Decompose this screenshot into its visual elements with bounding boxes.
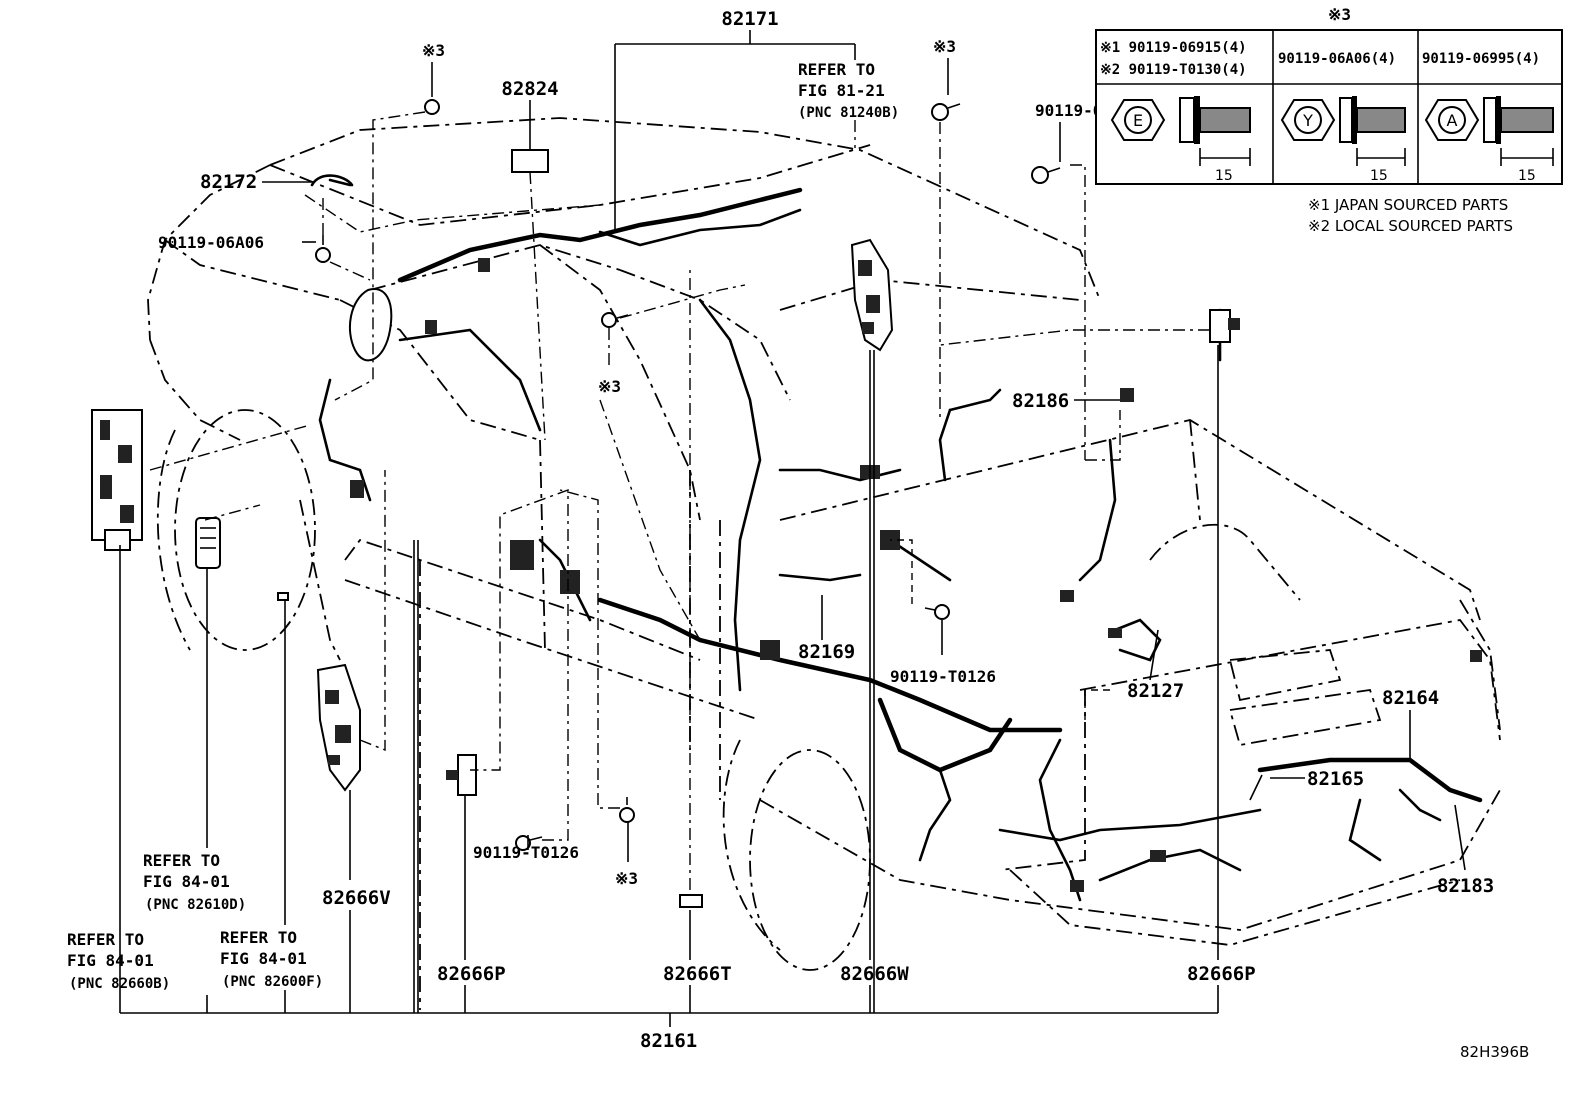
bolt-table: ※3 ※1 90119-06915(4) ※2 90119-T0130(4) 9… (1095, 5, 1563, 235)
bolt-head-y-icon: Y (1280, 99, 1336, 141)
connector-82666P-left (446, 754, 477, 796)
label-82161: 82161 (640, 1030, 697, 1052)
clamp-82172 (310, 174, 354, 187)
label-82171: 82171 (721, 8, 778, 30)
svg-text:15: 15 (1370, 168, 1388, 184)
svg-text:Y: Y (1302, 111, 1313, 130)
clip-82666T (679, 894, 703, 908)
svg-text:15: 15 (1518, 168, 1536, 184)
label-82172: 82172 (200, 171, 257, 193)
bolt-table-header-mark: ※3 (1328, 5, 1351, 24)
bolt-icon (1031, 166, 1061, 184)
svg-text:(PNC 81240B): (PNC 81240B) (798, 105, 899, 121)
svg-text:FIG 84-01: FIG 84-01 (67, 951, 154, 970)
label-82666P-right: 82666P (1187, 963, 1256, 985)
label-90119-T0126-lower: 90119-T0126 (473, 843, 579, 862)
mark-3-b: ※3 (933, 37, 956, 56)
label-82666W: 82666W (840, 963, 909, 985)
bolt-icon (424, 90, 440, 115)
bracket-82666V (316, 663, 361, 792)
bracket-82666W (850, 238, 894, 352)
bolt-table-col1-row2: ※2 90119-T0130(4) (1100, 62, 1247, 78)
bolt-icon (601, 312, 629, 328)
svg-text:REFER TO: REFER TO (220, 928, 297, 947)
svg-text:FIG 84-01: FIG 84-01 (220, 949, 307, 968)
bolt-table-col2: 90119-06A06(4) (1278, 51, 1396, 67)
label-82666T: 82666T (663, 963, 732, 985)
mark-3-a: ※3 (422, 41, 445, 60)
connector-82666P-right (1209, 309, 1240, 343)
label-82666V: 82666V (322, 887, 391, 909)
bolt-side-view-icon: 15 (1483, 96, 1554, 184)
refer-pnc-82610D: REFER TO FIG 84-01 (PNC 82610D) (143, 851, 246, 913)
svg-text:E: E (1133, 111, 1143, 130)
svg-text:A: A (1447, 111, 1458, 130)
diagram-code: 82H396B (1460, 1043, 1529, 1061)
svg-text:FIG 81-21: FIG 81-21 (798, 81, 885, 100)
svg-text:(PNC 82660B): (PNC 82660B) (69, 976, 170, 992)
svg-text:REFER TO: REFER TO (67, 930, 144, 949)
label-82164: 82164 (1382, 687, 1439, 709)
label-82666P-left: 82666P (437, 963, 506, 985)
refer-fig-81-21: REFER TO FIG 81-21 (PNC 81240B) (798, 60, 899, 121)
mark-3-d: ※3 (615, 869, 638, 888)
bolt-table-col1-row1: ※1 90119-06915(4) (1100, 40, 1247, 56)
mirror (348, 288, 393, 362)
label-90119-T0126-center: 90119-T0126 (890, 667, 996, 686)
mark-3-c: ※3 (598, 377, 621, 396)
bolt-icon (924, 604, 950, 620)
bolt-side-view-icon: 15 (1339, 96, 1406, 184)
junction-block-82660B (91, 409, 143, 551)
label-90119-06A06-left: 90119-06A06 (158, 233, 264, 252)
bolt-icon (315, 235, 331, 263)
bolt-table-col3: 90119-06995(4) (1422, 51, 1540, 67)
svg-text:(PNC 82600F): (PNC 82600F) (222, 974, 323, 990)
clip-82600F (277, 592, 289, 601)
connector-82824 (511, 149, 549, 173)
note-local-sourced: ※2 LOCAL SOURCED PARTS (1308, 217, 1513, 235)
label-82169: 82169 (798, 641, 855, 663)
label-82186: 82186 (1012, 390, 1069, 412)
label-82165: 82165 (1307, 768, 1364, 790)
svg-text:15: 15 (1215, 168, 1233, 184)
label-82824: 82824 (501, 78, 558, 100)
bolt-icon (515, 835, 543, 851)
bolt-side-view-icon: 15 (1179, 96, 1251, 184)
bolt-icon (619, 797, 635, 823)
refer-pnc-82600F: REFER TO FIG 84-01 (PNC 82600F) (220, 928, 323, 990)
components (91, 90, 1482, 908)
bolt-head-e-icon: E (1110, 99, 1166, 141)
svg-text:REFER TO: REFER TO (798, 60, 875, 79)
svg-text:(PNC 82610D): (PNC 82610D) (145, 897, 246, 913)
label-82183: 82183 (1437, 875, 1494, 897)
svg-text:FIG 84-01: FIG 84-01 (143, 872, 230, 891)
bolt-head-a-icon: A (1424, 99, 1480, 141)
bolt-icon (931, 103, 961, 121)
refer-pnc-82660B: REFER TO FIG 84-01 (PNC 82660B) (67, 930, 170, 992)
note-japan-sourced: ※1 JAPAN SOURCED PARTS (1308, 196, 1508, 214)
leader-lines (119, 30, 1466, 1027)
relay-82610D (195, 517, 221, 569)
label-82127: 82127 (1127, 680, 1184, 702)
svg-text:REFER TO: REFER TO (143, 851, 220, 870)
